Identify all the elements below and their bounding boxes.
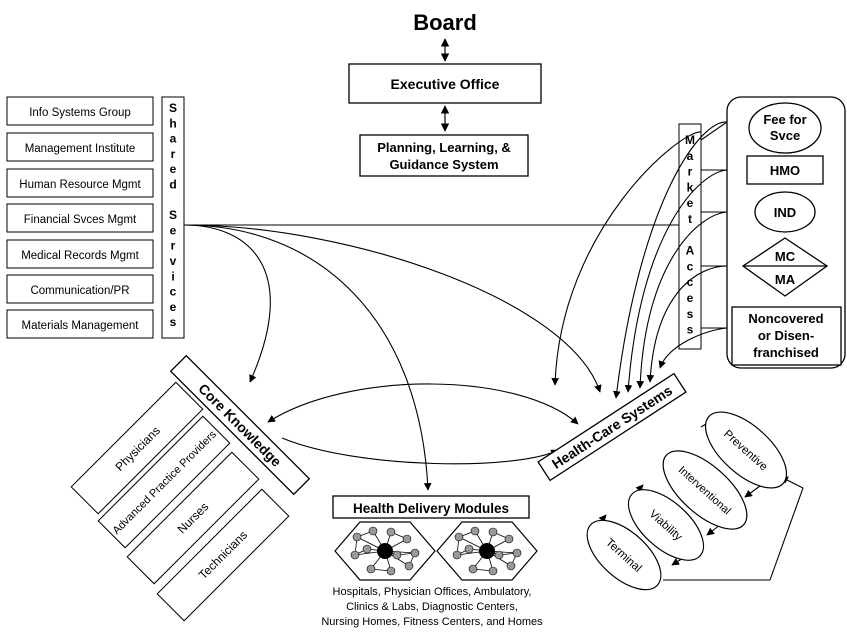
health-delivery-caption-line-3: Nursing Homes, Fitness Centers, and Home… — [321, 616, 543, 628]
label-letter: S — [169, 208, 177, 222]
label-letter: e — [170, 223, 177, 237]
hmo-box: HMO — [746, 155, 824, 185]
fee-for-service-line-1: Fee for — [763, 112, 806, 127]
health-delivery-caption-line-1: Hospitals, Physician Offices, Ambulatory… — [333, 586, 532, 598]
shared-service-item: Financial Svces Mgmt — [6, 203, 154, 233]
noncovered-line-3: franchised — [753, 345, 819, 360]
core-hcs-links — [267, 383, 579, 465]
label-letter: M — [685, 133, 695, 147]
label-letter: i — [171, 269, 174, 283]
health-delivery-label: Health Delivery Modules — [353, 501, 509, 516]
label-letter: c — [170, 285, 177, 299]
label-letter: e — [687, 196, 694, 210]
shared-service-item: Management Institute — [6, 132, 154, 162]
label-letter: c — [687, 259, 694, 273]
shared-service-item: Communication/PR — [6, 274, 154, 304]
label-letter: e — [687, 291, 694, 305]
executive-office-box: Executive Office — [348, 63, 542, 104]
shared-services-bar — [161, 96, 185, 339]
label-letter: r — [171, 239, 176, 253]
health-care-systems-label: Health-Care Systems — [549, 382, 675, 472]
noncovered-line-1: Noncovered — [748, 311, 823, 326]
noncovered-line-2: or Disen- — [758, 328, 814, 343]
ind-ellipse: IND — [754, 191, 816, 233]
mc-label: MC — [775, 249, 796, 264]
shared-service-item: Info Systems Group — [6, 96, 154, 126]
network-hexagon-icon — [436, 521, 538, 581]
stage-ellipse: Preventive — [704, 411, 788, 489]
health-delivery-caption-line-2: Clinics & Labs, Diagnostic Centers, — [346, 601, 518, 613]
stage-ellipse: Terminal — [586, 519, 662, 591]
shared-service-item: Human Resource Mgmt — [6, 168, 154, 198]
label-letter: h — [169, 116, 176, 130]
shared-service-label: Communication/PR — [30, 285, 129, 297]
mc-ma-diamond: MC MA — [741, 237, 829, 297]
label-letter: a — [687, 149, 694, 163]
planning-box: Planning, Learning, & Guidance System — [359, 134, 529, 177]
hmo-label: HMO — [770, 163, 800, 178]
ind-label: IND — [774, 205, 796, 220]
label-letter: v — [170, 254, 177, 268]
shared-service-label: Human Resource Mgmt — [19, 179, 141, 191]
label-letter: e — [170, 162, 177, 176]
ma-label: MA — [775, 272, 796, 287]
stage-ellipse: Viability — [627, 489, 705, 561]
label-letter: s — [687, 323, 694, 337]
board-title: Board — [413, 10, 477, 35]
market-access-bar — [678, 123, 702, 350]
planning-line-1: Planning, Learning, & — [377, 140, 511, 155]
shared-service-label: Medical Records Mgmt — [21, 250, 139, 262]
label-letter: r — [688, 165, 693, 179]
label-letter: d — [169, 178, 176, 192]
label-letter: t — [688, 212, 692, 226]
planning-line-2: Guidance System — [389, 157, 498, 172]
shared-service-label: Info Systems Group — [29, 107, 131, 119]
shared-service-label: Management Institute — [25, 143, 136, 155]
label-letter: s — [687, 307, 694, 321]
label-letter: c — [687, 275, 694, 289]
shared-services-list: Info Systems Group Management Institute … — [6, 96, 154, 339]
label-letter: A — [686, 244, 695, 258]
shared-service-label: Materials Management — [22, 320, 140, 332]
health-care-systems-bar — [537, 372, 687, 482]
executive-office-label: Executive Office — [391, 76, 500, 92]
shared-service-label: Financial Svces Mgmt — [24, 214, 137, 226]
market-access-links — [551, 121, 728, 399]
noncovered-box: Noncovered or Disen- franchised — [731, 306, 842, 366]
shared-service-item: Medical Records Mgmt — [6, 239, 154, 269]
core-knowledge-items: Physicians Advanced Practice Providers N… — [70, 381, 290, 622]
health-delivery-box: Health Delivery Modules — [332, 495, 530, 519]
label-letter: e — [170, 300, 177, 314]
fee-for-service-line-2: Svce — [770, 128, 800, 143]
label-letter: s — [170, 315, 177, 329]
shared-services-links — [183, 224, 679, 491]
fee-for-service-ellipse: Fee for Svce — [748, 102, 822, 154]
label-letter: r — [171, 147, 176, 161]
label-letter: a — [170, 132, 177, 146]
label-letter: k — [687, 180, 694, 194]
network-icons — [334, 521, 538, 581]
network-hexagon-icon — [334, 521, 436, 581]
label-letter: S — [169, 101, 177, 115]
core-knowledge-bar — [169, 354, 311, 496]
shared-service-item: Materials Management — [6, 309, 154, 339]
care-stages: Preventive Interventional Viability Term… — [586, 411, 788, 591]
